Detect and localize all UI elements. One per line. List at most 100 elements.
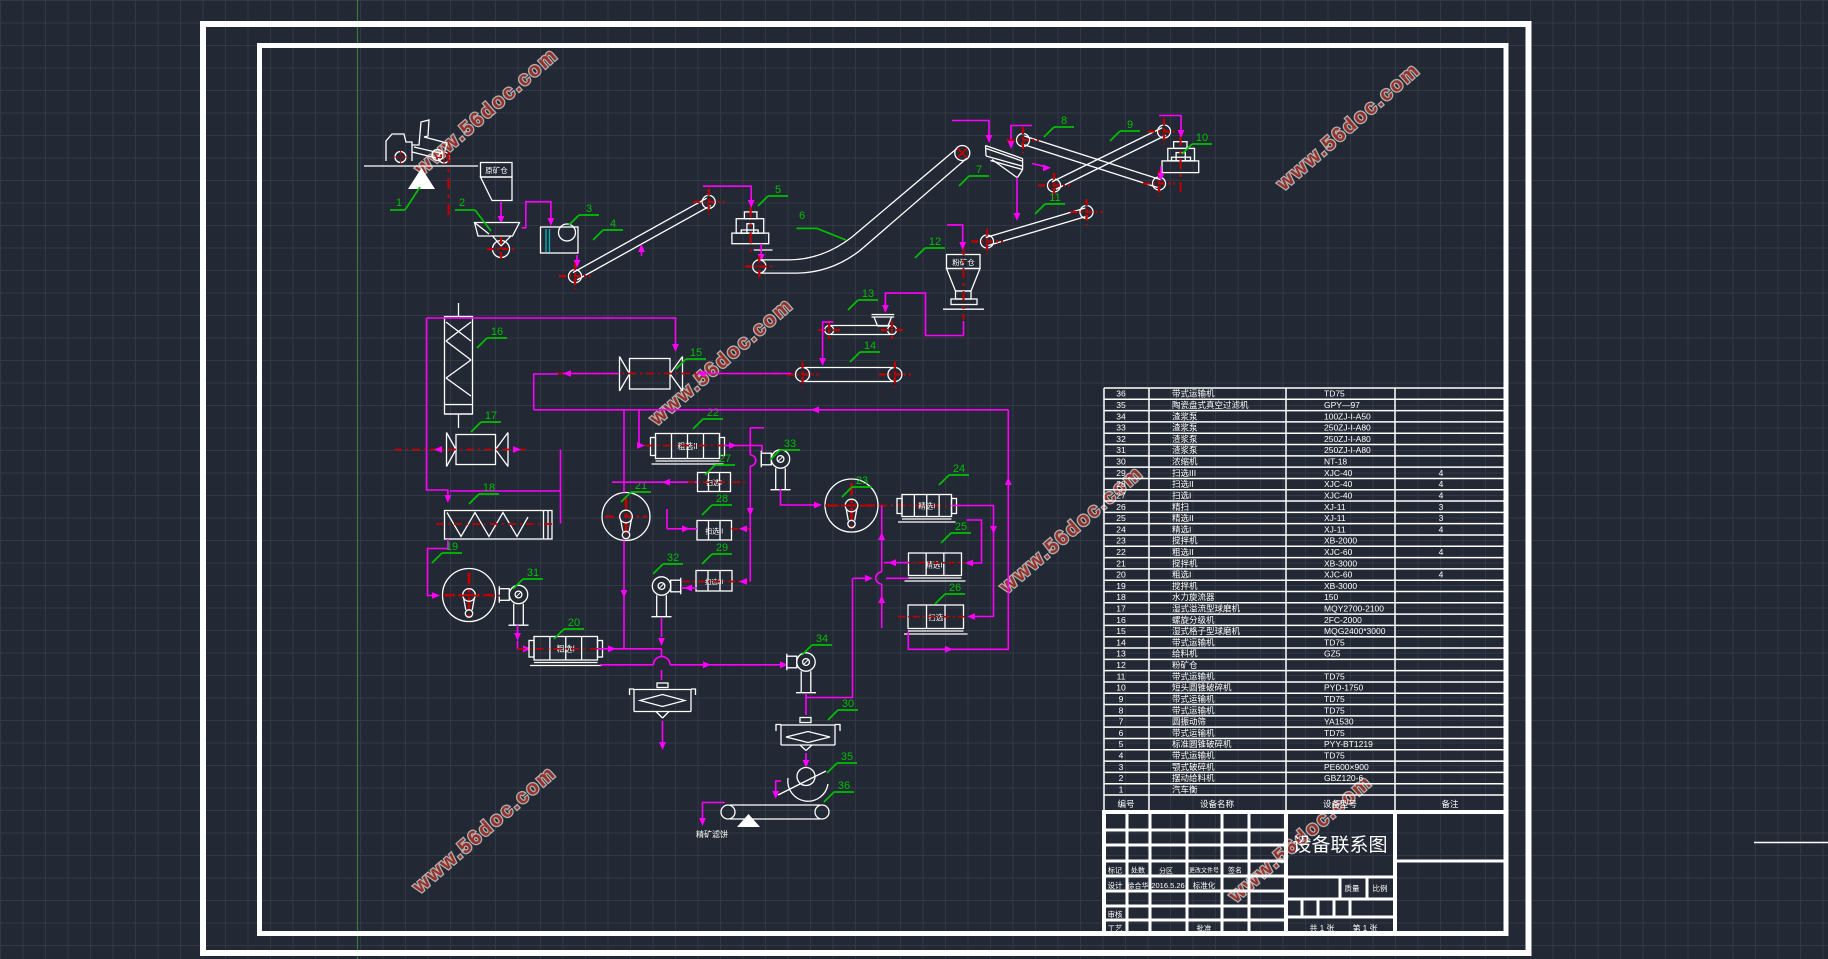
svg-text:扫选I: 扫选I bbox=[1172, 490, 1191, 500]
svg-text:渣浆泵: 渣浆泵 bbox=[1172, 411, 1198, 421]
svg-text:16: 16 bbox=[1116, 615, 1126, 625]
svg-text:36: 36 bbox=[1116, 389, 1126, 399]
svg-text:GZ5: GZ5 bbox=[1324, 649, 1341, 659]
svg-text:浓缩机: 浓缩机 bbox=[1172, 457, 1198, 467]
svg-text:27: 27 bbox=[1116, 490, 1126, 500]
svg-text:250ZJ-I-A80: 250ZJ-I-A80 bbox=[1324, 434, 1371, 444]
svg-text:18: 18 bbox=[483, 482, 495, 494]
svg-text:25: 25 bbox=[955, 521, 967, 533]
svg-text:2: 2 bbox=[459, 197, 465, 209]
svg-text:设备名称: 设备名称 bbox=[1200, 799, 1235, 809]
svg-text:粉矿仓: 粉矿仓 bbox=[1172, 660, 1198, 670]
svg-text:4: 4 bbox=[1119, 750, 1124, 760]
svg-text:螺旋分级机: 螺旋分级机 bbox=[1172, 615, 1215, 625]
svg-text:TD75: TD75 bbox=[1324, 705, 1345, 715]
svg-text:32: 32 bbox=[1116, 434, 1126, 444]
svg-text:带式运输机: 带式运输机 bbox=[1172, 705, 1215, 715]
svg-text:12: 12 bbox=[1116, 660, 1126, 670]
svg-text:4: 4 bbox=[1439, 547, 1444, 557]
svg-text:PYD-1750: PYD-1750 bbox=[1324, 683, 1363, 693]
svg-text:精矿滤饼: 精矿滤饼 bbox=[696, 829, 728, 839]
svg-text:1: 1 bbox=[1119, 784, 1124, 794]
svg-text:标准化: 标准化 bbox=[1193, 880, 1216, 890]
svg-text:带式运输机: 带式运输机 bbox=[1172, 671, 1215, 681]
svg-text:20: 20 bbox=[568, 617, 580, 629]
svg-text:比例: 比例 bbox=[1373, 883, 1388, 893]
svg-text:PYY-BT1219: PYY-BT1219 bbox=[1324, 739, 1373, 749]
svg-text:扫选II: 扫选II bbox=[705, 526, 723, 535]
svg-text:搅拌机: 搅拌机 bbox=[1172, 558, 1198, 568]
svg-text:33: 33 bbox=[784, 438, 796, 450]
svg-text:粗选I: 粗选I bbox=[1172, 570, 1191, 580]
svg-text:21: 21 bbox=[1116, 558, 1126, 568]
svg-text:15: 15 bbox=[690, 347, 702, 359]
svg-text:批准: 批准 bbox=[1197, 923, 1213, 933]
svg-text:XB-3000: XB-3000 bbox=[1324, 581, 1357, 591]
svg-text:湿式溢流型球磨机: 湿式溢流型球磨机 bbox=[1172, 604, 1241, 614]
svg-text:19: 19 bbox=[446, 541, 458, 553]
svg-text:带式运输机: 带式运输机 bbox=[1172, 637, 1215, 647]
svg-text:23: 23 bbox=[856, 475, 868, 487]
svg-text:11: 11 bbox=[1117, 671, 1126, 681]
svg-text:工艺: 工艺 bbox=[1108, 924, 1123, 933]
svg-text:标准圆锥破碎机: 标准圆锥破碎机 bbox=[1172, 739, 1232, 749]
svg-text:备注: 备注 bbox=[1441, 799, 1459, 809]
svg-text:100ZJ-I-A50: 100ZJ-I-A50 bbox=[1324, 411, 1371, 421]
svg-text:12: 12 bbox=[929, 236, 941, 248]
svg-text:4: 4 bbox=[1439, 524, 1444, 534]
svg-text:第 1 张: 第 1 张 bbox=[1353, 923, 1378, 933]
svg-text:精选I: 精选I bbox=[918, 501, 935, 511]
svg-text:7: 7 bbox=[1119, 717, 1124, 727]
svg-text:10: 10 bbox=[1116, 683, 1126, 693]
svg-text:8: 8 bbox=[1119, 705, 1124, 715]
svg-text:9: 9 bbox=[1127, 119, 1133, 131]
svg-text:湿式格子型球磨机: 湿式格子型球磨机 bbox=[1172, 626, 1241, 636]
svg-text:www.56doc.com: www.56doc.com bbox=[408, 762, 561, 899]
svg-text:搅拌机: 搅拌机 bbox=[1172, 536, 1198, 546]
svg-text:XJ-11: XJ-11 bbox=[1324, 524, 1346, 534]
svg-text:13: 13 bbox=[1116, 649, 1126, 659]
svg-text:原矿仓: 原矿仓 bbox=[485, 165, 508, 175]
svg-text:11: 11 bbox=[1049, 192, 1060, 204]
svg-text:4: 4 bbox=[1439, 570, 1444, 580]
svg-text:17: 17 bbox=[485, 410, 497, 422]
svg-text:29: 29 bbox=[716, 542, 728, 554]
svg-text:XB-2000: XB-2000 bbox=[1324, 536, 1357, 546]
svg-text:9: 9 bbox=[1119, 694, 1124, 704]
svg-text:扫选II: 扫选II bbox=[1172, 479, 1194, 489]
svg-text:质量: 质量 bbox=[1345, 883, 1361, 893]
svg-text:14: 14 bbox=[1116, 637, 1126, 647]
svg-text:4: 4 bbox=[610, 218, 616, 230]
svg-text:渣浆泵: 渣浆泵 bbox=[1172, 434, 1198, 444]
svg-text:22: 22 bbox=[1116, 547, 1126, 557]
svg-text:PE600×900: PE600×900 bbox=[1324, 762, 1369, 772]
svg-text:精选II: 精选II bbox=[925, 559, 944, 569]
svg-text:精扫: 精扫 bbox=[1172, 502, 1189, 512]
svg-text:1: 1 bbox=[396, 197, 402, 209]
svg-text:NT-18: NT-18 bbox=[1324, 457, 1347, 467]
svg-text:带式运输机: 带式运输机 bbox=[1172, 389, 1215, 399]
svg-text:34: 34 bbox=[1116, 411, 1126, 421]
svg-text:35: 35 bbox=[841, 751, 853, 763]
svg-text:25: 25 bbox=[1116, 513, 1126, 523]
svg-text:带式运输机: 带式运输机 bbox=[1172, 728, 1215, 738]
svg-text:28: 28 bbox=[716, 493, 728, 505]
svg-text:4: 4 bbox=[1439, 490, 1444, 500]
svg-text:6: 6 bbox=[799, 210, 805, 222]
svg-text:26: 26 bbox=[1116, 502, 1126, 512]
svg-text:24: 24 bbox=[953, 463, 965, 475]
svg-text:更改文件号: 更改文件号 bbox=[1189, 867, 1219, 875]
svg-text:共 1 张: 共 1 张 bbox=[1310, 924, 1335, 933]
svg-text:XJ-11: XJ-11 bbox=[1324, 513, 1346, 523]
svg-text:31: 31 bbox=[1116, 445, 1126, 455]
svg-text:TD75: TD75 bbox=[1324, 637, 1345, 647]
svg-text:23: 23 bbox=[1116, 536, 1126, 546]
svg-text:XJC-40: XJC-40 bbox=[1324, 490, 1353, 500]
svg-text:带式运输机: 带式运输机 bbox=[1172, 750, 1215, 760]
svg-text:250ZJ-I-A80: 250ZJ-I-A80 bbox=[1324, 423, 1371, 433]
svg-text:2: 2 bbox=[1119, 773, 1124, 783]
svg-text:17: 17 bbox=[1116, 604, 1126, 614]
svg-text:3: 3 bbox=[1439, 502, 1444, 512]
svg-text:35: 35 bbox=[1116, 400, 1126, 410]
svg-text:3: 3 bbox=[1439, 513, 1444, 523]
